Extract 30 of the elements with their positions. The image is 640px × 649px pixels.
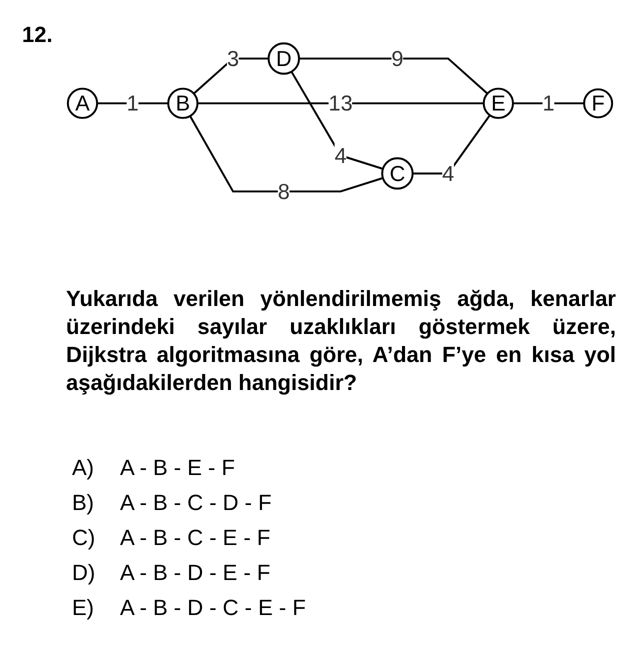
connector — [299, 58, 488, 94]
node-circle: C — [381, 157, 414, 190]
option-text: A - B - D - E - F — [120, 560, 270, 587]
question-number: 12. — [22, 22, 53, 48]
connector — [290, 71, 384, 170]
edge-label: 9 — [391, 46, 404, 71]
connector — [189, 116, 384, 192]
node-circle: D — [268, 42, 300, 75]
edge-label: 8 — [278, 179, 290, 204]
edge-label: 1 — [126, 91, 139, 116]
option-letter: C) — [72, 525, 96, 552]
option-text: A - B - E - F — [120, 455, 235, 482]
node-circle: B — [167, 88, 198, 119]
option-letter: A) — [72, 455, 95, 482]
option-text: A - B - C - E - F — [120, 525, 270, 552]
option-letter: D) — [72, 560, 96, 587]
edge-label: 1 — [542, 91, 555, 116]
edge-label: 3 — [227, 46, 240, 71]
option-text: A - B - D - C - E - F — [120, 595, 306, 622]
connector — [197, 102, 484, 104]
node-circle: E — [482, 88, 514, 119]
node-circle: F — [583, 88, 614, 118]
option-letter: E) — [72, 595, 95, 622]
edge-label: 4 — [334, 143, 347, 168]
option-letter: B) — [72, 490, 95, 517]
edge-label: 13 — [328, 91, 353, 116]
question-text: Yukarıda verilen yönlendirilmemiş ağda, kenarlar üzerindeki sayılar uzaklıkları göstermek üzere, Dijkstra algoritmasına göre, A’dan F’ye en kısa yol aşağıdakilerden hangisidir? — [66, 285, 616, 397]
edge-label: 4 — [442, 161, 454, 186]
option-text: A - B - C - D - F — [120, 490, 272, 517]
node-circle: A — [66, 88, 98, 119]
